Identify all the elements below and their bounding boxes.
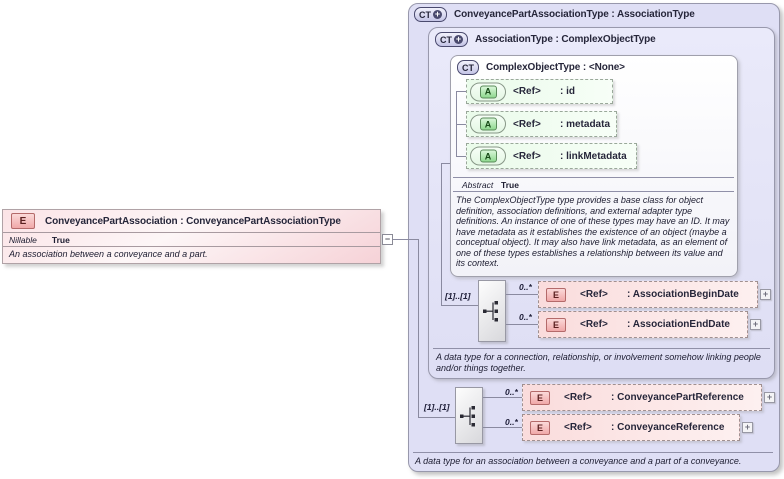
- complex-type-icon: CT: [457, 60, 479, 75]
- expand-button[interactable]: +: [750, 319, 761, 330]
- attribute-cap: A: [470, 114, 506, 134]
- attribute-icon: A: [479, 149, 497, 163]
- attribute-icon: A: [479, 85, 497, 98]
- outer-type-description: A data type for an association between a…: [415, 456, 742, 466]
- nillable-value: True: [51, 234, 70, 245]
- extension-connector: [441, 163, 442, 305]
- divider: [453, 177, 734, 178]
- element-association-end-date[interactable]: E <Ref> : AssociationEndDate: [538, 311, 748, 338]
- element-ref-label: <Ref>: [564, 422, 592, 433]
- element-icon: E: [530, 390, 550, 405]
- complex-object-type-header: CT ComplexObjectType : <None>: [457, 60, 625, 75]
- element-name: : ConveyancePartReference: [611, 392, 744, 403]
- divider: [453, 191, 734, 192]
- expand-button[interactable]: +: [760, 289, 771, 300]
- relation-connector: [418, 417, 455, 418]
- complex-object-type-title: ComplexObjectType : <None>: [486, 62, 625, 73]
- attribute-connector-stub: [456, 124, 466, 125]
- element-header: E ConveyancePartAssociation : Conveyance…: [3, 210, 380, 232]
- cardinality-label: 0..*: [519, 282, 532, 292]
- occurrence-label: [1]..[1]: [445, 291, 471, 301]
- plus-circle-icon: +: [433, 9, 442, 19]
- element-name: : AssociationEndDate: [627, 319, 730, 330]
- attribute-name: : id: [560, 86, 575, 97]
- ct-badge-label: CT: [419, 9, 431, 20]
- complex-type-icon: CT+: [414, 7, 447, 22]
- element-connector: [483, 397, 522, 398]
- attribute-name: : metadata: [560, 118, 611, 130]
- occurrence-label: [1]..[1]: [424, 402, 450, 412]
- element-description: An association between a conveyance and …: [3, 246, 380, 262]
- element-icon: E: [11, 213, 35, 229]
- attribute-connector-stub: [456, 91, 466, 92]
- element-name: : ConveyanceReference: [611, 422, 725, 433]
- ct-badge-label: CT: [440, 34, 452, 45]
- attribute-ref-label: <Ref>: [513, 150, 541, 162]
- element-ref-label: <Ref>: [564, 392, 592, 403]
- element-icon: E: [530, 420, 550, 435]
- expand-button[interactable]: +: [764, 392, 775, 403]
- cardinality-label: 0..*: [519, 312, 532, 322]
- abstract-label: Abstract: [462, 180, 494, 190]
- nillable-row: Nillable True: [3, 232, 380, 246]
- attribute-cap: A: [470, 82, 506, 101]
- plus-circle-icon: +: [454, 34, 463, 44]
- cardinality-label: 0..*: [505, 417, 518, 427]
- element-connector: [506, 324, 538, 325]
- attribute-name: : linkMetadata: [560, 150, 627, 162]
- nillable-label: Nillable: [9, 234, 37, 245]
- extension-connector: [441, 163, 450, 164]
- outer-type-title: ConveyancePartAssociationType : Associat…: [454, 9, 695, 20]
- attribute-link-metadata[interactable]: A <Ref> : linkMetadata: [466, 143, 637, 169]
- complex-type-icon: CT+: [435, 32, 468, 47]
- conveyance-part-association-element-box[interactable]: E ConveyancePartAssociation : Conveyance…: [2, 209, 381, 264]
- element-ref-label: <Ref>: [580, 319, 608, 330]
- attribute-connector-stub: [456, 156, 466, 157]
- association-type-description: A data type for a connection, relationsh…: [436, 352, 761, 373]
- attribute-ref-label: <Ref>: [513, 86, 541, 97]
- element-connector: [483, 427, 522, 428]
- cardinality-label: 0..*: [505, 387, 518, 397]
- element-connector: [506, 294, 538, 295]
- attribute-connector-line: [456, 91, 457, 156]
- relation-connector: [418, 239, 419, 417]
- element-conveyance-reference[interactable]: E <Ref> : ConveyanceReference: [522, 414, 740, 441]
- sequence-glyph: [483, 301, 498, 322]
- attribute-metadata[interactable]: A <Ref> : metadata: [466, 111, 617, 137]
- element-name: : AssociationBeginDate: [627, 289, 739, 300]
- abstract-value: True: [501, 180, 519, 190]
- collapse-button[interactable]: −: [382, 234, 393, 245]
- sequence-glyph: [460, 405, 475, 426]
- divider: [413, 452, 773, 453]
- outer-type-header: CT+ ConveyancePartAssociationType : Asso…: [414, 7, 695, 22]
- element-association-begin-date[interactable]: E <Ref> : AssociationBeginDate: [538, 281, 758, 308]
- element-title: ConveyancePartAssociation : ConveyancePa…: [45, 215, 341, 227]
- sequence-icon: [478, 280, 506, 342]
- attribute-ref-label: <Ref>: [513, 118, 541, 130]
- extension-connector: [441, 305, 478, 306]
- association-type-header: CT+ AssociationType : ComplexObjectType: [435, 32, 656, 47]
- ct-badge-label: CT: [462, 62, 474, 73]
- association-type-title: AssociationType : ComplexObjectType: [475, 34, 656, 45]
- attribute-id[interactable]: A <Ref> : id: [466, 79, 613, 104]
- sequence-icon: [455, 387, 483, 444]
- divider: [433, 348, 770, 349]
- attribute-cap: A: [470, 146, 506, 166]
- relation-connector: [393, 239, 418, 240]
- element-ref-label: <Ref>: [580, 289, 608, 300]
- element-icon: E: [546, 317, 566, 332]
- expand-button[interactable]: +: [742, 422, 753, 433]
- element-conveyance-part-reference[interactable]: E <Ref> : ConveyancePartReference: [522, 384, 762, 411]
- attribute-icon: A: [479, 117, 497, 131]
- complex-object-type-description: The ComplexObjectType type provides a ba…: [456, 195, 730, 268]
- element-icon: E: [546, 287, 566, 302]
